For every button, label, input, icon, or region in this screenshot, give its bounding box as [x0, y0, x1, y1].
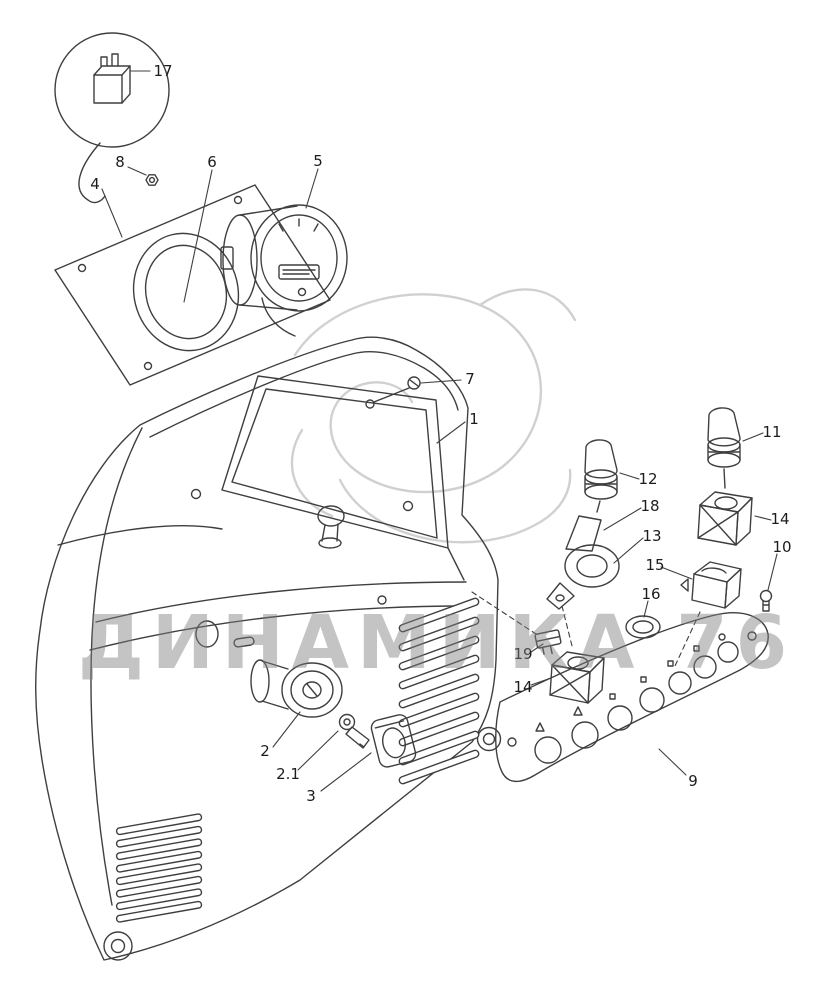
toggle-switch-11 — [707, 407, 741, 489]
mounting-plate — [54, 184, 331, 386]
callout-label-4: 4 — [90, 175, 100, 193]
callout-label-5: 5 — [313, 152, 323, 170]
ignition-switch — [250, 659, 343, 718]
callout-label-14-left: 14 — [513, 678, 533, 696]
callout-label-19: 19 — [513, 645, 533, 663]
mounting-bracket — [546, 515, 620, 610]
curved-switch-panel — [495, 612, 769, 783]
rocker-switch — [680, 561, 742, 609]
relay-balloon-detail — [54, 32, 170, 204]
side-vent-louvers — [398, 597, 480, 785]
gauge — [220, 204, 348, 337]
toggle-switch-12 — [584, 439, 618, 513]
callout-label-7: 7 — [465, 370, 475, 388]
callout-label-3: 3 — [306, 787, 316, 805]
callout-label-12: 12 — [638, 470, 658, 488]
mounting-nut — [145, 174, 159, 186]
callout-label-10: 10 — [772, 538, 792, 556]
callout-label-15: 15 — [645, 556, 665, 574]
callout-leader-lines — [101, 70, 778, 792]
callout-label-1: 1 — [469, 410, 479, 428]
callout-label-16: 16 — [641, 585, 661, 603]
blanking-cap — [625, 615, 661, 639]
callout-label-13: 13 — [642, 527, 662, 545]
callout-label-14-right: 14 — [770, 510, 790, 528]
small-screw — [759, 589, 773, 612]
callout-label-11: 11 — [762, 423, 782, 441]
callout-label-2-1: 2.1 — [276, 765, 300, 783]
ignition-key — [338, 713, 370, 749]
power-socket — [370, 714, 417, 768]
callout-label-18: 18 — [640, 497, 660, 515]
bottom-vent-louvers — [115, 813, 203, 923]
callout-label-8: 8 — [115, 153, 125, 171]
small-connector — [534, 629, 562, 655]
callout-label-6: 6 — [207, 153, 217, 171]
panel-screw — [365, 376, 421, 409]
main-dashboard-panel — [35, 336, 502, 961]
callout-label-2: 2 — [260, 742, 270, 760]
assembly-dashed-lines — [471, 591, 701, 667]
switch-housing-left — [549, 651, 605, 704]
switch-housing-right — [697, 491, 753, 546]
callout-label-9: 9 — [688, 772, 698, 790]
callout-label-17: 17 — [153, 62, 173, 80]
